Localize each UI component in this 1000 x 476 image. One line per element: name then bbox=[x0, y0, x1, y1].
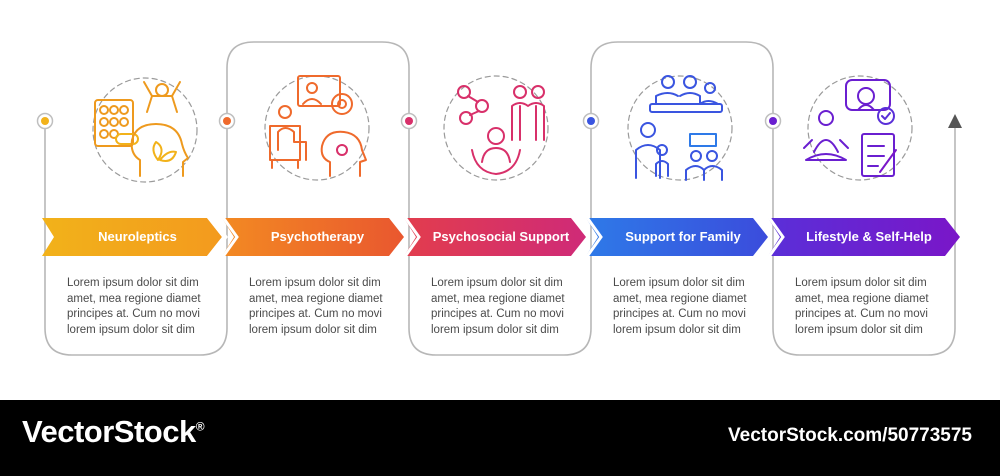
step-label-psychosocial-support: Psychosocial Support bbox=[432, 229, 570, 244]
registered-mark: ® bbox=[195, 419, 205, 434]
chevron-5 bbox=[768, 218, 960, 256]
therapy-session-icon bbox=[264, 75, 370, 181]
self-help-meditation-icon bbox=[803, 75, 913, 181]
step-description: Lorem ipsum dolor sit dim amet, mea regi… bbox=[431, 277, 565, 336]
chevron-4 bbox=[586, 218, 768, 256]
timeline-connector bbox=[44, 41, 956, 356]
step-label-support-for-family: Support for Family bbox=[625, 229, 741, 244]
step-dots bbox=[36, 112, 782, 130]
step-label-neuroleptics: Neuroleptics bbox=[98, 229, 177, 244]
chevron-3 bbox=[404, 218, 586, 256]
family-support-icon bbox=[627, 75, 733, 181]
watermark-brand: VectorStock® bbox=[22, 414, 205, 449]
step-description: Lorem ipsum dolor sit dim amet, mea regi… bbox=[249, 277, 383, 336]
step-label-psychotherapy: Psychotherapy bbox=[270, 229, 365, 244]
infographic-canvas bbox=[36, 41, 962, 356]
arrow-up-icon bbox=[948, 114, 962, 128]
watermark-reference: VectorStock.com/50773575 bbox=[728, 425, 972, 446]
chevron-2 bbox=[222, 218, 404, 256]
step-label-lifestyle-self-help: Lifestyle & Self-Help bbox=[806, 229, 932, 244]
chevron-banners bbox=[42, 215, 960, 259]
social-support-icon bbox=[443, 75, 549, 181]
step-description: Lorem ipsum dolor sit dim amet, mea regi… bbox=[613, 277, 747, 336]
step-description: Lorem ipsum dolor sit dim amet, mea regi… bbox=[67, 277, 201, 336]
medication-and-mental-health-icon bbox=[92, 77, 198, 183]
step-description: Lorem ipsum dolor sit dim amet, mea regi… bbox=[795, 277, 929, 336]
chevron-1 bbox=[42, 218, 222, 256]
watermark-footer bbox=[0, 400, 1000, 476]
